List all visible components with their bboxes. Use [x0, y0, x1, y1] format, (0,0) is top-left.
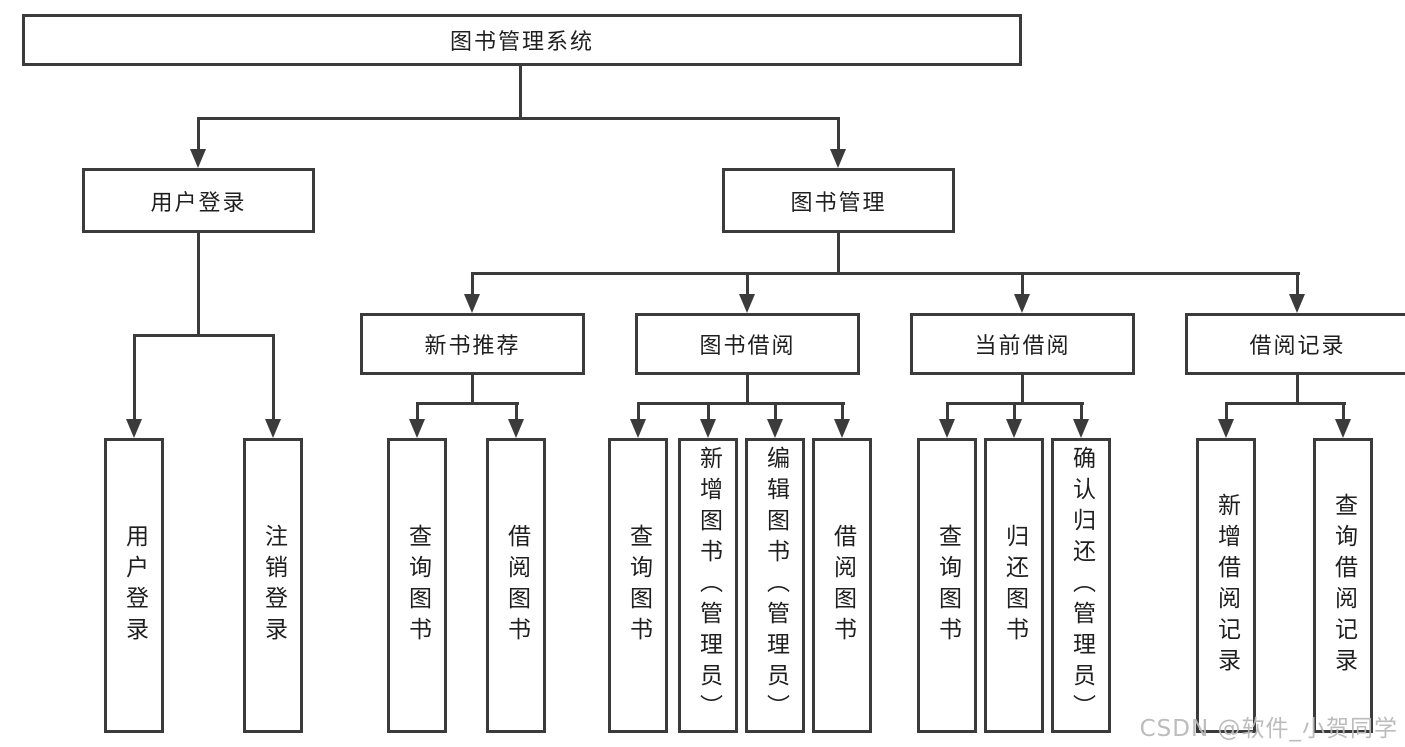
connector-line [1342, 402, 1345, 421]
arrow-down-icon [508, 419, 524, 438]
connector-line [1225, 402, 1346, 405]
connector-line [1021, 272, 1024, 296]
connector-line [837, 117, 840, 151]
connector-line [471, 272, 474, 296]
leaf-logout: 注销登录 [243, 438, 303, 733]
connector-line [1296, 272, 1299, 296]
connector-line [774, 402, 777, 421]
arrow-down-icon [464, 294, 480, 313]
node-new-book-recommendation: 新书推荐 [360, 313, 585, 375]
connector-line [133, 334, 275, 337]
node-library-management-system: 图书管理系统 [22, 14, 1022, 66]
leaf-search-books-current: 查询图书 [917, 438, 977, 733]
arrow-down-icon [126, 419, 142, 438]
arrow-down-icon [190, 149, 206, 168]
arrow-down-icon [1073, 419, 1089, 438]
connector-line [707, 402, 710, 421]
arrow-down-icon [700, 419, 716, 438]
node-user-login: 用户登录 [82, 168, 315, 233]
leaf-search-books-borrowing: 查询图书 [608, 438, 668, 733]
arrow-down-icon [265, 419, 281, 438]
node-current-borrowing: 当前借阅 [910, 313, 1135, 375]
connector-line [946, 402, 949, 421]
connector-line [1296, 375, 1299, 404]
arrow-down-icon [939, 419, 955, 438]
arrow-down-icon [830, 149, 846, 168]
arrow-down-icon [1014, 294, 1030, 313]
connector-line [637, 402, 640, 421]
arrow-down-icon [1289, 294, 1305, 313]
connector-line [746, 375, 749, 404]
leaf-add-books-admin: 新增图书（管理员） [678, 438, 738, 733]
connector-line [197, 117, 200, 151]
leaf-confirm-return-admin: 确认归还（管理员） [1051, 438, 1111, 733]
connector-line [471, 375, 474, 404]
arrow-down-icon [1006, 419, 1022, 438]
node-book-borrowing: 图书借阅 [635, 313, 860, 375]
leaf-borrow-books: 借阅图书 [812, 438, 872, 733]
connector-line [1013, 402, 1016, 421]
connector-line [471, 272, 1300, 275]
connector-line [1021, 375, 1024, 404]
connector-line [272, 334, 275, 420]
connector-line [515, 402, 518, 421]
node-borrowing-records: 借阅记录 [1185, 313, 1405, 375]
leaf-search-borrow-record: 查询借阅记录 [1313, 438, 1373, 733]
leaf-add-borrow-record: 新增借阅记录 [1196, 438, 1256, 733]
leaf-user-login: 用户登录 [104, 438, 164, 733]
connector-line [197, 233, 200, 336]
arrow-down-icon [834, 419, 850, 438]
connector-line [1225, 402, 1228, 421]
arrow-down-icon [767, 419, 783, 438]
arrow-down-icon [1218, 419, 1234, 438]
connector-line [1080, 402, 1083, 421]
csdn-watermark: CSDN @软件_小贺同学 [1139, 716, 1398, 742]
connector-line [637, 402, 845, 405]
arrow-down-icon [630, 419, 646, 438]
connector-line [841, 402, 844, 421]
arrow-down-icon [409, 419, 425, 438]
connector-line [133, 334, 136, 420]
arrow-down-icon [1335, 419, 1351, 438]
connector-line [519, 66, 522, 118]
arrow-down-icon [739, 294, 755, 313]
connector-line [416, 402, 519, 405]
leaf-edit-books-admin: 编辑图书（管理员） [745, 438, 805, 733]
connector-line [197, 117, 840, 120]
leaf-borrow-books-recommend: 借阅图书 [486, 438, 546, 733]
node-book-management: 图书管理 [722, 168, 955, 233]
connector-line [837, 233, 840, 274]
connector-line [416, 402, 419, 421]
leaf-return-books: 归还图书 [984, 438, 1044, 733]
leaf-search-books-recommend: 查询图书 [387, 438, 447, 733]
connector-line [746, 272, 749, 296]
